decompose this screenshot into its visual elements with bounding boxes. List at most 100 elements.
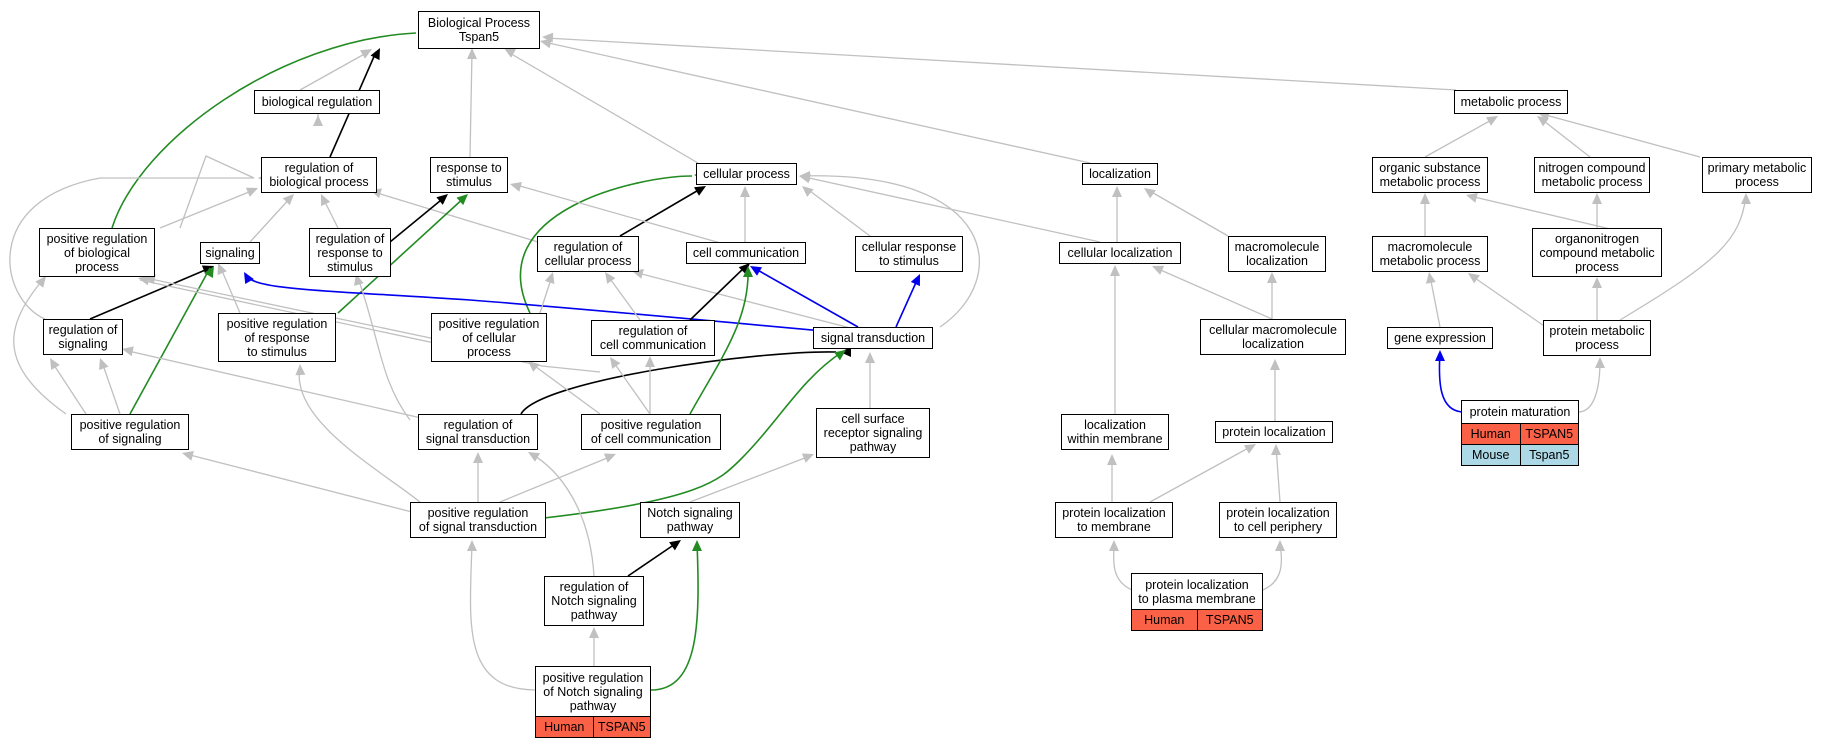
edge-arrowhead	[840, 347, 851, 357]
species-row-mouse: Mouse Tspan5	[1462, 444, 1578, 465]
edge-arrowhead	[35, 276, 46, 288]
edge-arrowhead	[182, 451, 194, 461]
species-row-human: Human TSPAN5	[536, 716, 650, 737]
edge-arrowhead	[694, 186, 706, 196]
edge-arrowhead	[910, 274, 920, 287]
edge-line	[520, 351, 837, 415]
edge-line	[633, 271, 859, 331]
edge-line	[619, 187, 703, 237]
edge-arrowhead	[282, 194, 294, 206]
edge-line	[529, 452, 595, 577]
edge-line	[799, 175, 981, 328]
node-protein-localization-to-cell-periphery: protein localization to cell periphery	[1219, 502, 1337, 538]
edge-arrowhead	[510, 182, 522, 192]
node-protein-metabolic-process: protein metabolic process	[1543, 320, 1651, 356]
edge-arrowhead	[1112, 186, 1122, 197]
node-regulation-of-biological-process: regulation of biological process	[261, 157, 377, 193]
edge-arrowhead	[605, 272, 616, 284]
edge-arrowhead	[799, 173, 811, 184]
node-biological-regulation: biological regulation	[254, 90, 380, 114]
node-cell-communication: cell communication	[686, 242, 806, 264]
edge-arrowhead	[244, 272, 254, 284]
edge-line	[689, 455, 811, 503]
edge-line	[1429, 275, 1441, 328]
edge-arrowhead	[610, 357, 621, 369]
edge-arrowhead	[473, 452, 483, 463]
edge-line	[219, 265, 241, 314]
edge-arrowhead	[122, 346, 134, 357]
edge-arrowhead	[1109, 540, 1119, 551]
edge-arrowhead	[50, 358, 60, 370]
gene-symbol: TSPAN5	[1196, 610, 1262, 630]
edge-line	[373, 191, 539, 243]
edge-arrowhead	[645, 356, 655, 367]
edge-line	[185, 453, 413, 513]
node-response-to-stimulus: response to stimulus	[430, 157, 508, 193]
edge-arrowhead	[1468, 273, 1480, 284]
edge-line	[545, 37, 1457, 91]
edge-arrowhead	[834, 350, 846, 361]
edge-line	[1424, 117, 1496, 158]
leaf-protein-localization-to-plasma-membrane: protein localization to plasma membrane …	[1131, 573, 1263, 631]
node-protein-localization-to-membrane: protein localization to membrane	[1055, 502, 1173, 538]
edge-line	[650, 541, 699, 691]
edge-arrowhead	[467, 48, 477, 59]
edge-line	[13, 277, 67, 415]
edge-arrowhead	[1244, 444, 1256, 454]
edge-line	[1619, 195, 1747, 321]
node-signal-transduction: signal transduction	[813, 327, 933, 349]
edge-line	[139, 279, 601, 373]
node-positive-regulation-of-cellular-process: positive regulation of cellular process	[431, 313, 547, 362]
node-macromolecule-localization: macromolecule localization	[1228, 236, 1326, 272]
node-regulation-of-response-to-stimulus: regulation of response to stimulus	[309, 228, 391, 277]
edge-arrowhead	[1275, 540, 1285, 551]
node-positive-regulation-of-response-to-stimulus: positive regulation of response to stimu…	[218, 313, 336, 362]
edge-line	[1147, 189, 1229, 237]
leaf-protein-maturation: protein maturation Human TSPAN5 Mouse Ts…	[1461, 400, 1579, 466]
edge-line	[469, 51, 473, 158]
edge-arrowhead	[540, 38, 552, 49]
edge-line	[1539, 117, 1591, 158]
edge-line	[389, 195, 447, 243]
edge-arrowhead	[603, 453, 616, 463]
edge-arrowhead	[1435, 350, 1445, 361]
edge-arrowhead	[1271, 444, 1281, 455]
edge-arrowhead	[1486, 116, 1498, 126]
node-cellular-response-to-stimulus: cellular response to stimulus	[855, 236, 963, 272]
edge-arrowhead	[321, 194, 331, 207]
node-gene-expression: gene expression	[1387, 327, 1493, 349]
edge-line	[9, 177, 254, 320]
edge-arrowhead	[1270, 359, 1280, 370]
node-cell-surface-receptor-signaling-pathway: cell surface receptor signaling pathway	[816, 408, 930, 458]
node-localization-within-membrane: localization within membrane	[1061, 414, 1169, 450]
edge-arrowhead	[542, 32, 554, 43]
edge-arrowhead	[1595, 357, 1605, 368]
edge-arrowhead	[1741, 193, 1751, 204]
leaf-positive-regulation-of-notch-signaling-pathway: positive regulation of Notch signaling p…	[535, 666, 651, 738]
species-row-human: Human TSPAN5	[1462, 423, 1578, 444]
node-positive-regulation-of-biological-process: positive regulation of biological proces…	[39, 228, 155, 277]
node-macromolecule-metabolic-process: macromolecule metabolic process	[1372, 236, 1488, 272]
edge-line	[499, 455, 613, 503]
node-primary-metabolic-process: primary metabolic process	[1702, 157, 1812, 193]
node-nitrogen-compound-metabolic-process: nitrogen compound metabolic process	[1534, 157, 1650, 193]
edge-line	[519, 175, 693, 314]
edge-arrowhead	[360, 49, 372, 59]
edge-line	[299, 51, 369, 91]
edge-arrowhead	[1592, 277, 1602, 288]
edge-line	[89, 267, 211, 320]
edge-line	[298, 367, 421, 503]
edge-line	[627, 541, 679, 577]
node-cellular-process: cellular process	[696, 163, 797, 185]
edge-arrowhead	[504, 48, 516, 58]
node-organic-substance-metabolic-process: organic substance metabolic process	[1372, 157, 1488, 193]
edge-arrowhead	[692, 540, 702, 551]
edge-arrowhead	[1144, 188, 1156, 199]
edge-arrowhead	[1592, 193, 1602, 204]
node-signaling: signaling	[200, 242, 260, 264]
edge-line	[129, 267, 211, 415]
species-name: Mouse	[1462, 445, 1520, 465]
node-organonitrogen-compound-metabolic-process: organonitrogen compound metabolic proces…	[1532, 228, 1662, 277]
edge-line	[145, 277, 441, 341]
